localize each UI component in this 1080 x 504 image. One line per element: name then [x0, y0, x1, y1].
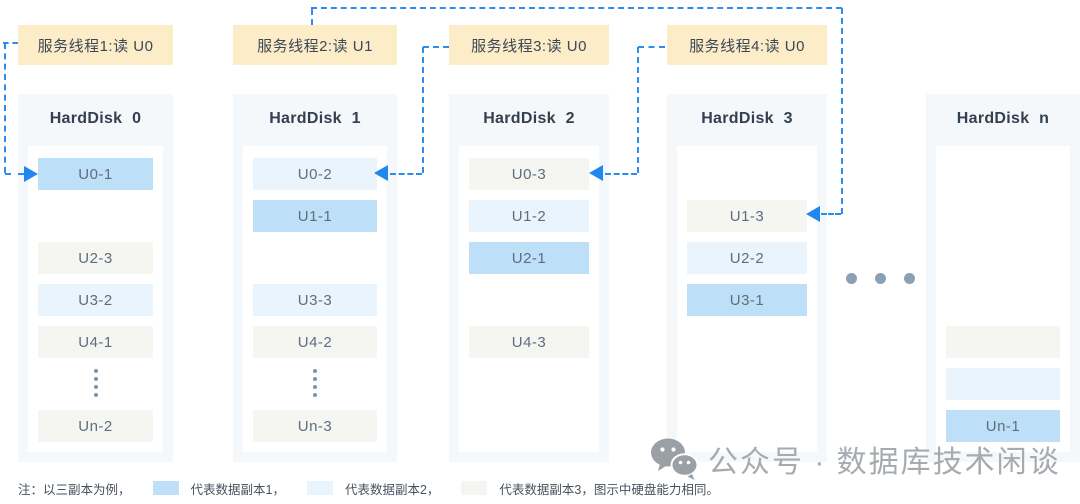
cell-u1-3: U1-3	[687, 200, 807, 232]
thread4-arrow-icon	[589, 165, 603, 181]
watermark: 公众号 · 数据库技术闲谈	[650, 437, 1061, 481]
thread-label-1: 服务线程1:读 U0	[18, 25, 173, 65]
thread3-connector-top	[423, 46, 449, 48]
thread1-connector-vertical	[4, 43, 6, 173]
watermark-text: 公众号 · 数据库技术闲谈	[708, 446, 1061, 479]
cell-u0-3: U0-3	[469, 158, 589, 190]
cell-u2-2: U2-2	[687, 242, 807, 274]
cell-u1-1: U1-1	[253, 200, 377, 232]
thread-label-2: 服务线程2:读 U1	[233, 25, 397, 65]
disk-title-1: HardDisk 1	[269, 110, 361, 127]
cell-u1-2: U1-2	[469, 200, 589, 232]
thread2-connector-bottom	[821, 213, 841, 215]
disks-ellipsis-icon	[846, 273, 915, 284]
legend-swatch-replica1	[152, 481, 179, 495]
wechat-icon	[651, 438, 698, 480]
thread-label-4: 服务线程4:读 U0	[667, 25, 827, 65]
thread4-connector-vertical	[637, 47, 639, 173]
legend-label-replica2: 代表数据副本2，	[344, 482, 440, 497]
cell-unlabeled-gray	[946, 326, 1060, 358]
disk-panel-3: U1-3 U2-2 U3-1	[677, 146, 817, 452]
cell-u3-3: U3-3	[253, 284, 377, 316]
vertical-ellipsis-icon	[243, 369, 387, 397]
thread2-connector-stub	[311, 9, 313, 25]
disk-title-2: HardDisk 2	[483, 110, 575, 127]
thread4-connector-bottom	[605, 173, 637, 175]
disk-title-n: HardDisk n	[956, 110, 1050, 127]
disk-title-0: HardDisk 0	[49, 110, 142, 127]
disk-panel-1: U0-2 U1-1 U3-3 U4-2 Un-3	[243, 146, 387, 452]
cell-u4-2: U4-2	[253, 326, 377, 358]
disk-column-0: HardDisk 0 U0-1 U2-3 U3-2 U4-1 Un-2	[18, 94, 173, 462]
thread3-connector-bottom	[390, 173, 422, 175]
disk-column-2: HardDisk 2 U0-3 U1-2 U2-1 U4-3	[449, 94, 609, 462]
cell-u2-3: U2-3	[38, 242, 153, 274]
cell-un-1: Un-1	[946, 410, 1060, 442]
legend-note: 注：以三副本为例，	[18, 482, 131, 497]
disk-panel-n: Un-1	[936, 146, 1070, 452]
thread2-connector-vertical	[841, 8, 843, 214]
cell-unlabeled-lightblue	[946, 368, 1060, 400]
disk-panel-0: U0-1 U2-3 U3-2 U4-1 Un-2	[28, 146, 163, 452]
cell-u3-2: U3-2	[38, 284, 153, 316]
disk-title-3: HardDisk 3	[701, 110, 793, 127]
thread3-arrow-icon	[374, 165, 388, 181]
disk-panel-2: U0-3 U1-2 U2-1 U4-3	[459, 146, 599, 452]
legend-swatch-replica3	[461, 481, 488, 495]
thread3-connector-vertical	[422, 47, 424, 173]
cell-u3-1: U3-1	[687, 284, 807, 316]
legend-label-replica1: 代表数据副本1，	[190, 482, 285, 497]
cell-un-3: Un-3	[253, 410, 377, 442]
legend-swatch-replica2	[306, 481, 333, 495]
thread2-arrow-icon	[806, 206, 820, 222]
thread4-connector-top	[638, 46, 665, 48]
thread1-arrow-icon	[24, 166, 38, 182]
cell-u0-1: U0-1	[38, 158, 153, 190]
cell-u2-1: U2-1	[469, 242, 589, 274]
thread2-connector-top	[311, 7, 842, 9]
cell-u0-2: U0-2	[253, 158, 377, 190]
cell-un-2: Un-2	[38, 410, 153, 442]
disk-column-3: HardDisk 3 U1-3 U2-2 U3-1	[667, 94, 827, 462]
legend-label-replica3: 代表数据副本3，图示中硬盘能力相同。	[499, 482, 719, 497]
thread1-connector-bottom	[5, 173, 24, 175]
vertical-ellipsis-icon	[28, 369, 163, 397]
cell-u4-1: U4-1	[38, 326, 153, 358]
disk-column-n: HardDisk n Un-1	[926, 94, 1080, 462]
thread1-connector-top	[3, 42, 18, 44]
cell-u4-3: U4-3	[469, 326, 589, 358]
legend: 注：以三副本为例， 代表数据副本1， 代表数据副本2， 代表数据副本3，图示中硬…	[18, 478, 719, 498]
thread-label-3: 服务线程3:读 U0	[449, 25, 609, 65]
disk-column-1: HardDisk 1 U0-2 U1-1 U3-3 U4-2 Un-3	[233, 94, 397, 462]
